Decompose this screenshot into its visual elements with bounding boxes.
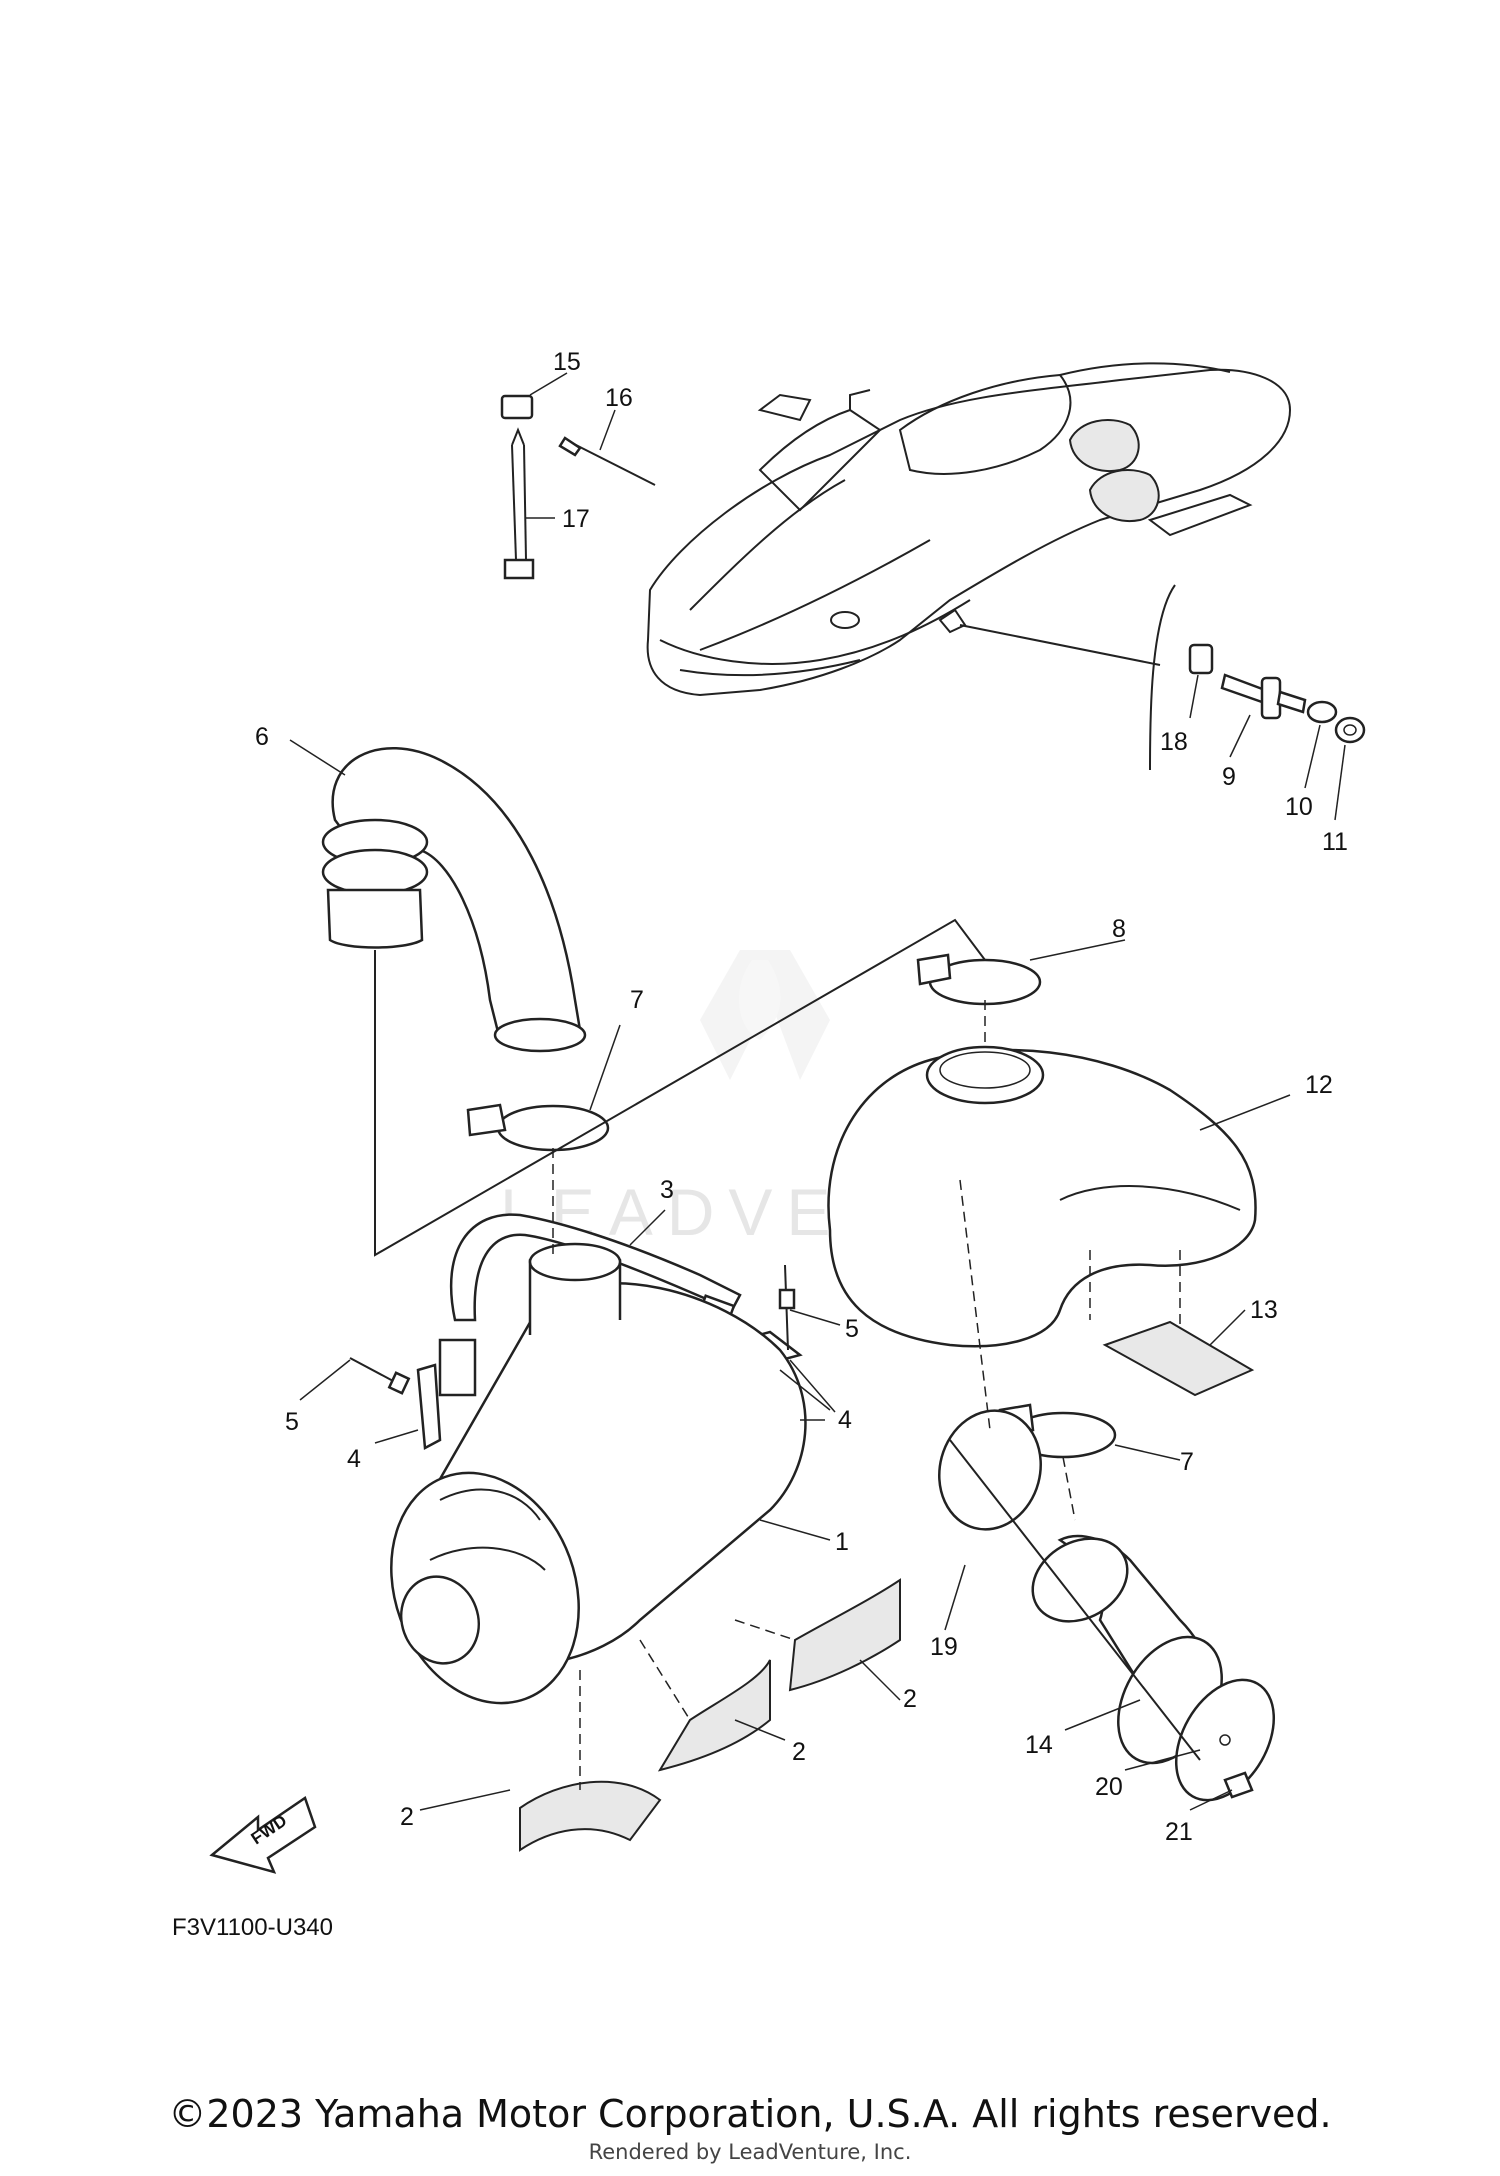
part-6-elbow-hose [321,746,587,1053]
part-1-airbox [390,1242,807,1705]
label-20: 20 [1095,1773,1123,1801]
label-19: 19 [930,1633,958,1661]
copyright-notice: ©2023 Yamaha Motor Corporation, U.S.A. A… [168,2092,1332,2136]
label-18: 18 [1160,728,1188,756]
fwd-arrow: FWD [209,1796,317,1874]
label-8: 8 [1112,915,1126,943]
leader-lines [289,372,1346,1811]
label-7-top: 7 [630,986,644,1014]
label-7-bottom: 7 [1180,1448,1194,1476]
label-1: 1 [835,1528,849,1556]
label-6: 6 [255,723,269,751]
label-2-left: 2 [400,1803,414,1831]
label-3: 3 [660,1176,674,1204]
part-2-pads [519,1578,901,1852]
parts-15-17 [500,394,656,580]
label-2-mid: 2 [792,1738,806,1766]
part-12-tank [827,1045,1257,1348]
label-5-left: 5 [285,1408,299,1436]
label-12: 12 [1305,1071,1333,1099]
jet-ski-outline [646,362,1292,771]
part-labels: 15 16 17 18 9 10 11 6 8 7 12 3 13 5 5 4 … [255,348,1348,1846]
label-16: 16 [605,384,633,412]
label-13: 13 [1250,1296,1278,1324]
label-9: 9 [1222,763,1236,791]
parts-9-11-18 [1188,643,1366,744]
label-21: 21 [1165,1818,1193,1846]
label-14: 14 [1025,1731,1053,1759]
label-10: 10 [1285,793,1313,821]
rendered-by-notice: Rendered by LeadVenture, Inc. [588,2140,912,2164]
parts-14-21 [938,1409,1276,1802]
label-11: 11 [1322,828,1348,856]
fwd-arrow-icon [209,1796,317,1874]
assembly-lines [374,918,1201,1790]
watermark-logo-icon [700,950,830,1080]
label-2-right: 2 [903,1685,917,1713]
part-13-pad [1102,1320,1255,1397]
reference-code: F3V1100-U340 [172,1914,333,1941]
label-4-left: 4 [347,1445,361,1473]
label-4-right: 4 [838,1406,852,1434]
label-5-right: 5 [845,1315,859,1343]
label-17: 17 [562,505,590,533]
label-15: 15 [553,348,581,376]
